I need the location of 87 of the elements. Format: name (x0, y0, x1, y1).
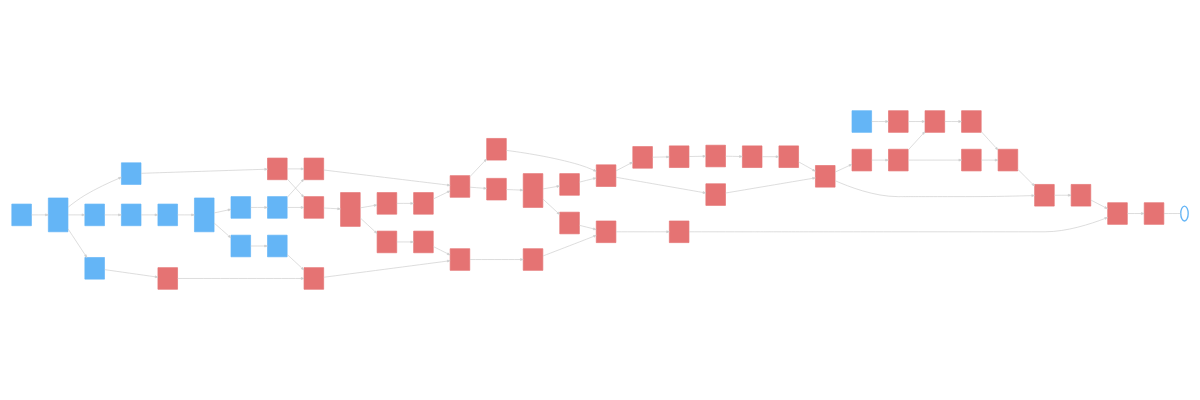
node-box (815, 165, 836, 188)
connector (1163, 213, 1181, 214)
node-box (669, 145, 690, 168)
node-box (742, 145, 763, 168)
node-circle (1180, 205, 1189, 222)
arrow (944, 120, 962, 123)
arrow (834, 180, 1035, 197)
arrow (286, 178, 305, 198)
node-box (11, 203, 32, 227)
node-box (48, 197, 69, 233)
arrow (871, 120, 889, 123)
arrow (615, 176, 707, 194)
arrow (506, 150, 597, 172)
arrow (1090, 199, 1108, 210)
arrow (542, 185, 560, 190)
node-box (705, 183, 726, 206)
arrow (542, 235, 597, 257)
arrow (834, 164, 853, 173)
arrow (688, 217, 1108, 233)
arrow (615, 161, 633, 172)
arrow (907, 120, 926, 123)
arrow (688, 154, 707, 158)
node-box (267, 234, 288, 258)
node-box (669, 220, 690, 243)
node-box (413, 192, 434, 215)
node-box (851, 110, 872, 133)
node-box (230, 196, 251, 219)
arrow (798, 161, 816, 172)
node-box (84, 203, 105, 227)
arrow (104, 269, 159, 279)
node-box (267, 157, 288, 181)
node-box (961, 110, 982, 133)
node-box (449, 248, 471, 271)
node-box (522, 173, 544, 208)
node-box (194, 197, 215, 233)
arrow (579, 224, 597, 231)
node-box (559, 211, 580, 235)
arrow (1017, 169, 1035, 187)
arrow (67, 177, 122, 208)
arrow (907, 131, 926, 151)
node-box (705, 144, 726, 168)
arrow (250, 206, 268, 209)
node-box (303, 267, 324, 290)
arrow (469, 158, 487, 178)
node-box (559, 173, 580, 196)
node-box (121, 162, 142, 185)
arrow (140, 168, 268, 174)
node-box (157, 203, 178, 227)
node-box (413, 230, 434, 254)
node-box (486, 138, 507, 161)
arrow (177, 277, 305, 280)
node-box (1034, 184, 1055, 207)
node-box (376, 230, 398, 254)
node-box (84, 257, 105, 280)
arrow (980, 131, 999, 151)
node-box (851, 148, 872, 172)
arrow (359, 217, 378, 234)
node-box (157, 267, 178, 290)
node-box (961, 148, 982, 172)
arrow (1127, 212, 1145, 215)
arrow (359, 204, 378, 209)
arrow (213, 208, 232, 214)
node-box (376, 192, 398, 215)
node-box (121, 203, 142, 227)
node-box (632, 146, 653, 169)
arrow (67, 228, 88, 258)
arrow (433, 246, 451, 256)
node-box (778, 145, 799, 168)
node-box (1107, 202, 1128, 225)
node-box (888, 148, 909, 172)
node-box (1070, 184, 1092, 207)
arrow (433, 190, 451, 200)
arrow (579, 177, 597, 183)
node-box (340, 192, 361, 227)
arrow (469, 258, 524, 261)
arrow (286, 254, 305, 271)
node-box (888, 110, 909, 133)
arrow (286, 206, 305, 209)
arrow (725, 177, 816, 194)
arrow (323, 169, 451, 187)
arrow (213, 222, 232, 239)
arrow (542, 198, 560, 215)
node-box (230, 234, 251, 258)
arrow (323, 259, 451, 278)
node-box (267, 196, 288, 219)
node-box (449, 175, 471, 198)
node-box (486, 178, 507, 201)
